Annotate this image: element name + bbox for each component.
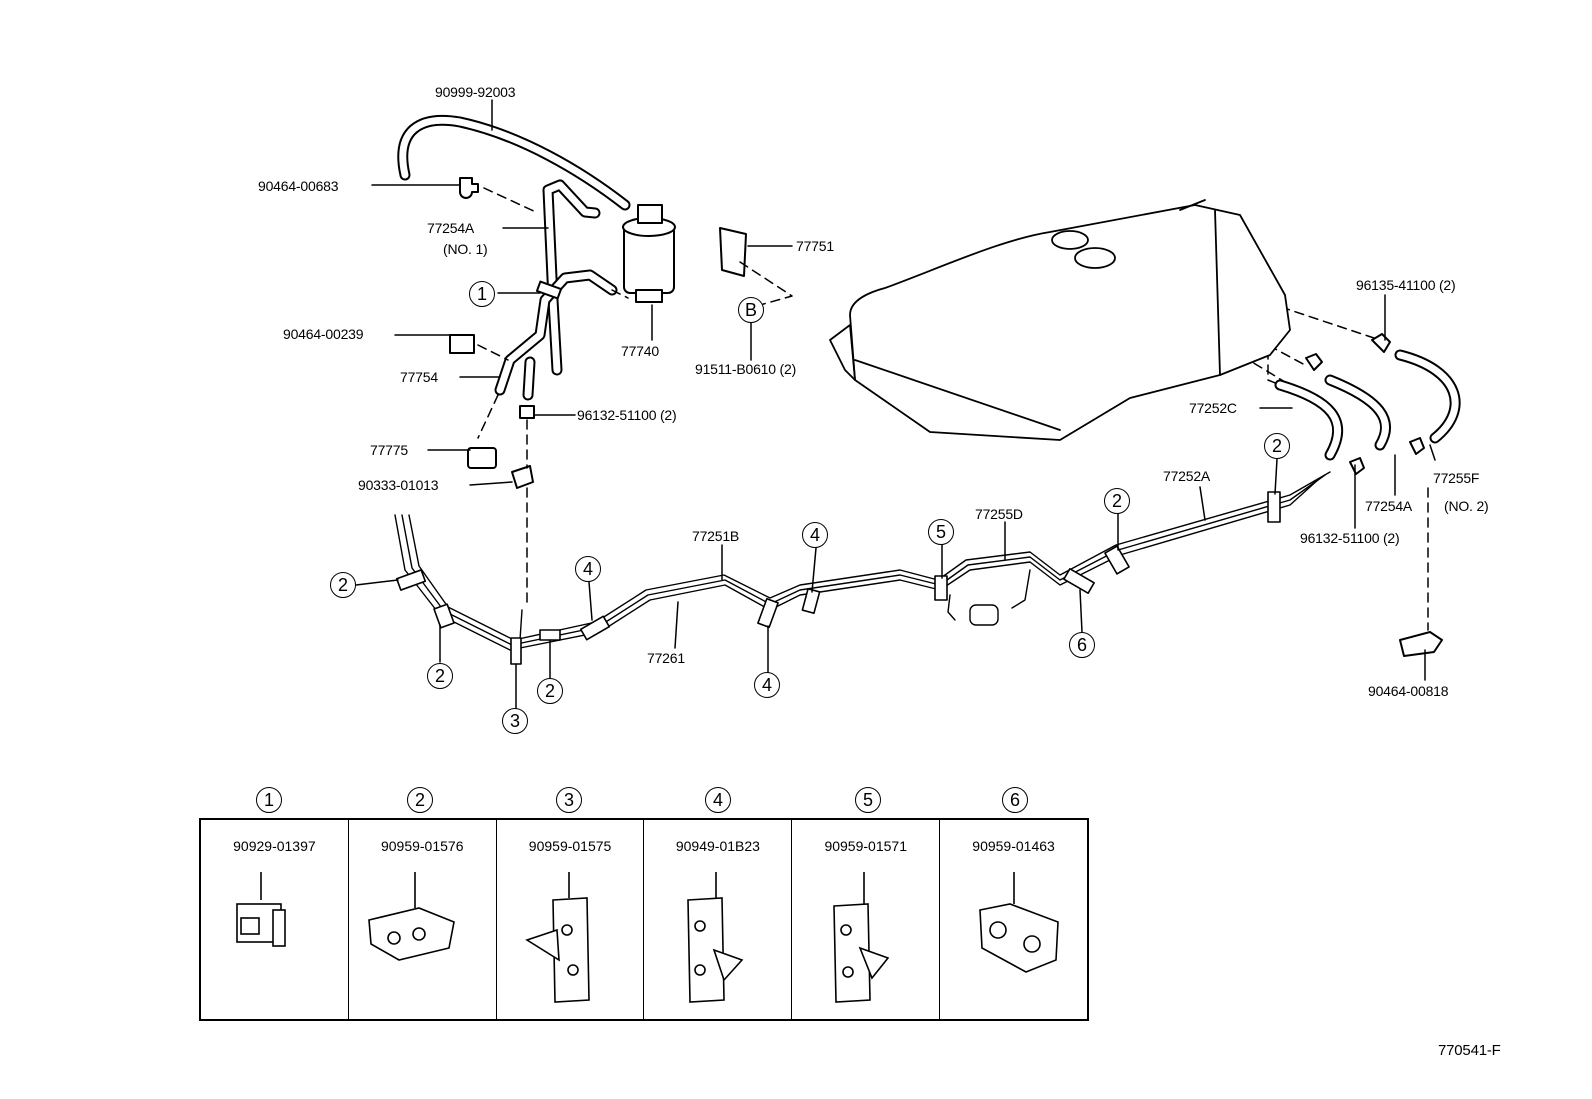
legend-part-number: 90949-01B23	[675, 838, 760, 854]
callout-2[interactable]: 2	[427, 663, 453, 689]
legend-ref-5: 5	[855, 787, 881, 813]
part-label-77252C[interactable]: 77252C	[1189, 400, 1237, 416]
bundle-clamps	[395, 491, 1281, 665]
vsv-77775-icon	[467, 447, 497, 469]
part-label-77254A-no2[interactable]: 77254A	[1365, 498, 1413, 514]
part-label-90999-92003[interactable]: 90999-92003	[435, 84, 516, 100]
fuel-line-bundle	[394, 471, 1331, 651]
callout-4[interactable]: 4	[802, 522, 828, 548]
callout-2[interactable]: 2	[330, 572, 356, 598]
part-label-77254A-no1[interactable]: 77254A	[427, 220, 475, 236]
charcoal-canister-icon	[622, 204, 676, 303]
part-label-96132-51100-b[interactable]: 96132-51100 (2)	[1300, 530, 1400, 546]
clamp-1	[535, 280, 563, 300]
callout-5[interactable]: 5	[928, 519, 954, 545]
part-label-77775[interactable]: 77775	[370, 442, 408, 458]
legend-part-number: 90959-01571	[824, 838, 907, 854]
clamp-90464-00683-icon	[459, 177, 479, 199]
clamp-90464-00239-icon	[449, 334, 475, 354]
legend-cell-5[interactable]: 90959-01571	[792, 820, 941, 1019]
legend-cell-2[interactable]: 90959-01576	[349, 820, 497, 1019]
legend-ref-4: 4	[705, 787, 731, 813]
clamp-1-icon	[236, 872, 286, 947]
plug-90333-icon	[511, 465, 534, 489]
callout-4[interactable]: 4	[575, 556, 601, 582]
clamp-6-icon	[979, 872, 1059, 973]
part-label-90333-01013[interactable]: 90333-01013	[358, 477, 439, 493]
hose-77254A-no1	[542, 179, 601, 376]
part-label-77255D[interactable]: 77255D	[975, 506, 1023, 522]
diagram-code: 770541-F	[1438, 1042, 1501, 1059]
bracket-77751-icon	[719, 227, 747, 277]
legend-ref-1: 1	[256, 787, 282, 813]
leader-lines	[355, 99, 1436, 709]
legend-cell-1[interactable]: 90929-01397	[201, 820, 349, 1019]
part-label-96135-41100[interactable]: 96135-41100 (2)	[1356, 277, 1456, 293]
legend-part-number: 90959-01463	[972, 838, 1055, 854]
part-label-77261[interactable]: 77261	[647, 650, 685, 666]
legend-ref-3: 3	[556, 787, 582, 813]
legend-part-number: 90929-01397	[233, 838, 316, 854]
callout-b[interactable]: B	[738, 297, 764, 323]
callout-3[interactable]: 3	[502, 708, 528, 734]
part-label-77751[interactable]: 77751	[796, 238, 834, 254]
part-label-77251B[interactable]: 77251B	[692, 528, 740, 544]
callout-6[interactable]: 6	[1069, 632, 1095, 658]
part-label-91511-B0610[interactable]: 91511-B0610 (2)	[695, 361, 797, 377]
hose-77754	[494, 269, 618, 401]
clamp-3-icon	[524, 872, 590, 1003]
part-label-77255F[interactable]: 77255F	[1433, 470, 1480, 486]
clip-96132-icon	[519, 405, 535, 419]
hose-90999-92003	[397, 114, 631, 211]
part-label-77740[interactable]: 77740	[621, 343, 659, 359]
clamp-5-icon	[833, 872, 890, 1003]
callout-4[interactable]: 4	[754, 672, 780, 698]
legend-part-number: 90959-01576	[380, 838, 464, 854]
part-label-96132-51100-a[interactable]: 96132-51100 (2)	[577, 407, 677, 423]
part-note-no1: (NO. 1)	[443, 241, 488, 257]
callout-2[interactable]: 2	[1264, 433, 1290, 459]
part-note-no2: (NO. 2)	[1444, 498, 1489, 514]
callout-2[interactable]: 2	[537, 678, 563, 704]
part-label-77754[interactable]: 77754	[400, 369, 438, 385]
legend-ref-6: 6	[1002, 787, 1028, 813]
legend-cell-3[interactable]: 90959-01575	[497, 820, 645, 1019]
legend-part-number: 90959-01575	[528, 838, 612, 854]
callout-2[interactable]: 2	[1104, 488, 1130, 514]
legend-cell-4[interactable]: 90949-01B23	[644, 820, 793, 1019]
tank-hoses	[1274, 333, 1461, 657]
part-label-90464-00683[interactable]: 90464-00683	[258, 178, 339, 194]
legend-cell-6[interactable]: 90959-01463	[940, 820, 1087, 1019]
clamp-2-icon	[367, 872, 455, 961]
clamp-4-icon	[687, 872, 744, 1003]
callout-1[interactable]: 1	[469, 281, 495, 307]
legend-ref-2: 2	[407, 787, 433, 813]
clamp-legend-table: 90929-01397 90959-01576 90959-01575 9094…	[199, 818, 1089, 1021]
fuel-tank-icon	[829, 199, 1291, 441]
part-label-90464-00818[interactable]: 90464-00818	[1368, 683, 1449, 699]
part-label-90464-00239[interactable]: 90464-00239	[283, 326, 364, 342]
part-label-77252A[interactable]: 77252A	[1163, 468, 1211, 484]
